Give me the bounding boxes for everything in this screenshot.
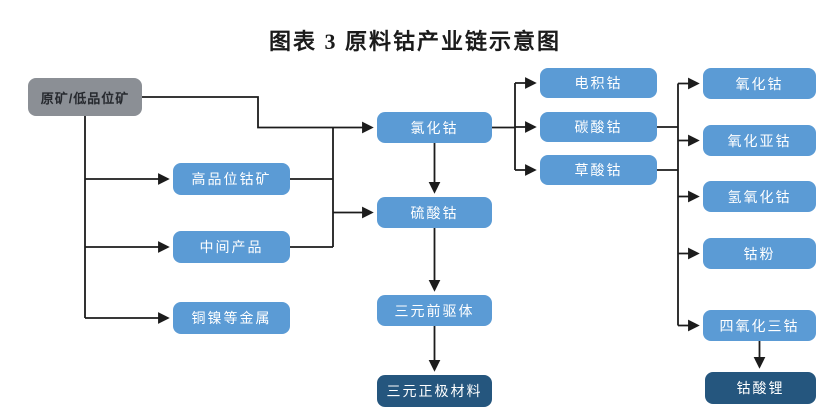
node-electrowon-cobalt: 电积钴 <box>540 68 657 98</box>
node-cobalt-oxalate: 草酸钴 <box>540 155 657 185</box>
node-high-grade-cobalt-ore: 高品位钴矿 <box>173 163 290 195</box>
node-cobaltous-oxide: 氧化亚钴 <box>703 125 816 156</box>
node-cobalt-carbonate: 碳酸钴 <box>540 112 657 142</box>
node-intermediate-product: 中间产品 <box>173 231 290 263</box>
node-cobalt-sulfate: 硫酸钴 <box>377 197 492 228</box>
diagram-title: 图表 3 原料钴产业链示意图 <box>268 29 561 54</box>
node-cobalt-powder: 钴粉 <box>703 238 816 269</box>
node-cobalt-hydroxide: 氢氧化钴 <box>703 181 816 212</box>
node-copper-nickel-metals: 铜镍等金属 <box>173 302 290 334</box>
node-ternary-cathode-material: 三元正极材料 <box>377 375 492 407</box>
node-ternary-precursor: 三元前驱体 <box>377 295 492 326</box>
node-raw-ore: 原矿/低品位矿 <box>28 78 142 116</box>
node-cobalt-chloride: 氯化钴 <box>377 112 492 143</box>
node-cobalt-tetroxide: 四氧化三钴 <box>703 310 816 341</box>
connector-rawore-to-chloride <box>142 96 374 134</box>
node-lithium-cobaltate: 钴酸锂 <box>705 372 816 404</box>
node-cobalt-oxide: 氧化钴 <box>703 68 816 99</box>
